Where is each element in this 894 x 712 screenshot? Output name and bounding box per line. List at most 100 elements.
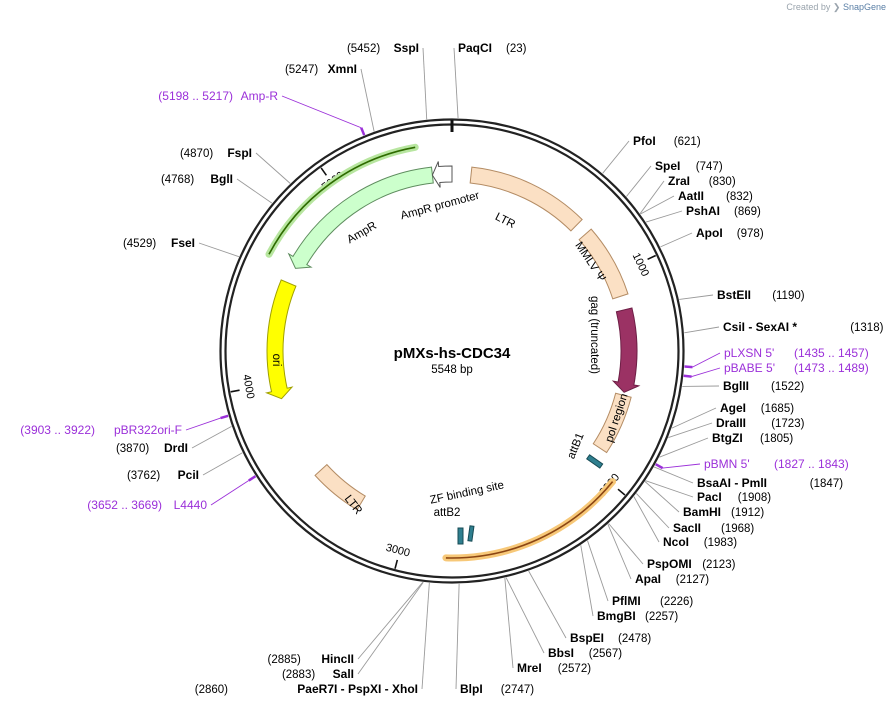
primer-plxsn-5-[interactable]: pLXSN 5' (1435 .. 1457) [684, 346, 869, 369]
site-position: (4870) [180, 148, 213, 160]
primer-l4440[interactable]: L4440(3652 .. 3669) [87, 475, 257, 512]
site-drdi[interactable]: DrdI (3870) [116, 426, 232, 455]
site-leader-line [453, 47, 459, 119]
feature-ori [264, 279, 297, 400]
site-name: SspI [394, 41, 419, 55]
site-name: BstEII [717, 288, 751, 302]
site-paci[interactable]: PacI(1908) [645, 480, 772, 504]
site-name: ApoI [696, 226, 723, 240]
site-paer7i-pspxi-xhoi[interactable]: PaeR7I - PspXI - XhoI(2860) [195, 582, 430, 696]
primer-name: pBR322ori-F [114, 423, 182, 437]
primer-name: pBABE 5' [724, 361, 775, 375]
site-position: (1983) [704, 537, 737, 549]
site-bbsi[interactable]: BbsI(2567) [505, 577, 622, 660]
site-leader-line [455, 583, 460, 690]
feature-AmpR [287, 166, 434, 269]
marker-label-attB1: attB1 [565, 431, 586, 460]
tick-label: 3000 [384, 542, 411, 560]
site-aatii[interactable]: AatII(832) [640, 189, 753, 215]
primer-pbabe-5-[interactable]: pBABE 5'(1473 .. 1489) [683, 361, 869, 378]
site-agei[interactable]: AgeI(1685) [671, 401, 794, 429]
site-name: PshAI [686, 204, 720, 218]
feature-AmpR-promoter [431, 161, 453, 188]
site-bsaai-pmli[interactable]: BsaAI - PmlI (1847) [653, 466, 843, 490]
site-paqci[interactable]: PaqCI(23) [453, 41, 527, 119]
primer-mark [248, 475, 257, 482]
site-zrai[interactable]: ZraI(830) [639, 174, 736, 214]
site-leader-line [255, 152, 291, 184]
site-sali[interactable]: SalI(2883) [282, 581, 424, 681]
site-pcii[interactable]: PciI(3762) [127, 452, 243, 482]
site-pshai[interactable]: PshAI(869) [645, 204, 761, 223]
site-bspei[interactable]: BspEI(2478) [528, 570, 652, 645]
primer-leader-line [281, 95, 362, 129]
site-bglii[interactable]: BglII(1522) [682, 379, 804, 393]
site-blpi[interactable]: BlpI(2747) [455, 583, 534, 696]
feature-LTR-2 [314, 463, 366, 511]
plasmid-length: 5548 bp [431, 364, 473, 376]
site-spei[interactable]: SpeI(747) [626, 159, 723, 197]
site-bsteii[interactable]: BstEII (1190) [679, 288, 805, 302]
site-hincii[interactable]: HincII(2885) [268, 581, 424, 666]
primer-range: (1435 .. 1457) [794, 346, 869, 360]
site-draiii[interactable]: DraIII(1723) [668, 416, 805, 438]
site-leader-line [645, 480, 694, 498]
site-apai[interactable]: ApaI(2127) [607, 524, 709, 586]
site-mrei[interactable]: MreI (2572) [504, 577, 591, 675]
site-csii-sexai-[interactable]: CsiI - SexAI *(1318) [684, 320, 884, 334]
site-ncoi[interactable]: NcoI(1983) [633, 496, 737, 549]
site-position: (1190) [772, 290, 805, 302]
feature-label-AmpR-promoter: AmpR promoter [399, 190, 481, 223]
primer-pbmn-5-[interactable]: pBMN 5'(1827 .. 1843) [655, 457, 849, 471]
site-fspi[interactable]: FspI(4870) [180, 146, 291, 184]
site-position: (2860) [195, 684, 228, 696]
site-position: (2127) [676, 574, 709, 586]
site-position: (3870) [116, 443, 149, 455]
site-position: (1847) [810, 478, 843, 490]
site-apoi[interactable]: ApoI(978) [660, 226, 764, 248]
site-leader-line [639, 180, 665, 214]
feature-mmlv-psi [578, 228, 629, 300]
site-sacii[interactable]: SacII(1968) [636, 493, 754, 535]
primer-leader-line [692, 352, 721, 368]
site-position: (2572) [558, 663, 591, 675]
site-leader-line [626, 165, 652, 197]
site-name: BamHI [683, 505, 721, 519]
site-leader-line [357, 581, 424, 660]
site-fsei[interactable]: FseI(4529) [123, 236, 240, 258]
site-name: BbsI [548, 646, 574, 660]
site-position: (1522) [771, 381, 804, 393]
primer-amp-r[interactable]: Amp-R(5198 .. 5217) [158, 89, 366, 136]
site-name: AatII [678, 189, 704, 203]
feature-label-gag-truncated: gag (truncated) [588, 296, 600, 374]
primer-name: pLXSN 5' [724, 346, 774, 360]
site-xmni[interactable]: XmnI(5247) [285, 62, 375, 132]
site-pflmi[interactable]: PflMI(2226) [587, 540, 693, 608]
site-name: CsiI - SexAI * [723, 320, 797, 334]
site-btgzi[interactable]: BtgZI(1805) [659, 431, 793, 458]
site-leader-line [608, 523, 644, 565]
site-bgli[interactable]: BglI(4768) [161, 172, 273, 204]
tick-line [230, 389, 240, 393]
site-leader-line [422, 47, 428, 120]
site-name: DrdI [164, 441, 188, 455]
primer-mark [655, 463, 664, 470]
site-sspi[interactable]: SspI(5452) [347, 41, 428, 120]
primer-pbr322ori-f[interactable]: pBR322ori-F(3903 .. 3922) [20, 414, 229, 437]
site-name: MreI [517, 661, 542, 675]
site-position: (1723) [771, 418, 804, 430]
site-leader-line [191, 426, 232, 449]
site-leader-line [602, 140, 630, 174]
site-position: (1908) [738, 492, 771, 504]
site-name: BsaAI - PmlI [697, 476, 767, 490]
site-pspomi[interactable]: PspOMI(2123) [608, 523, 736, 571]
site-pfoi[interactable]: PfoI(621) [602, 134, 701, 174]
site-bmgbi[interactable]: BmgBI(2257) [580, 545, 679, 623]
site-name: XmnI [328, 62, 357, 76]
site-leader-line [505, 577, 545, 654]
site-leader-line [236, 178, 273, 204]
site-bamhi[interactable]: BamHI(1912) [644, 481, 764, 519]
site-position: (621) [674, 136, 701, 148]
feature-label-ori: ori [270, 354, 282, 367]
